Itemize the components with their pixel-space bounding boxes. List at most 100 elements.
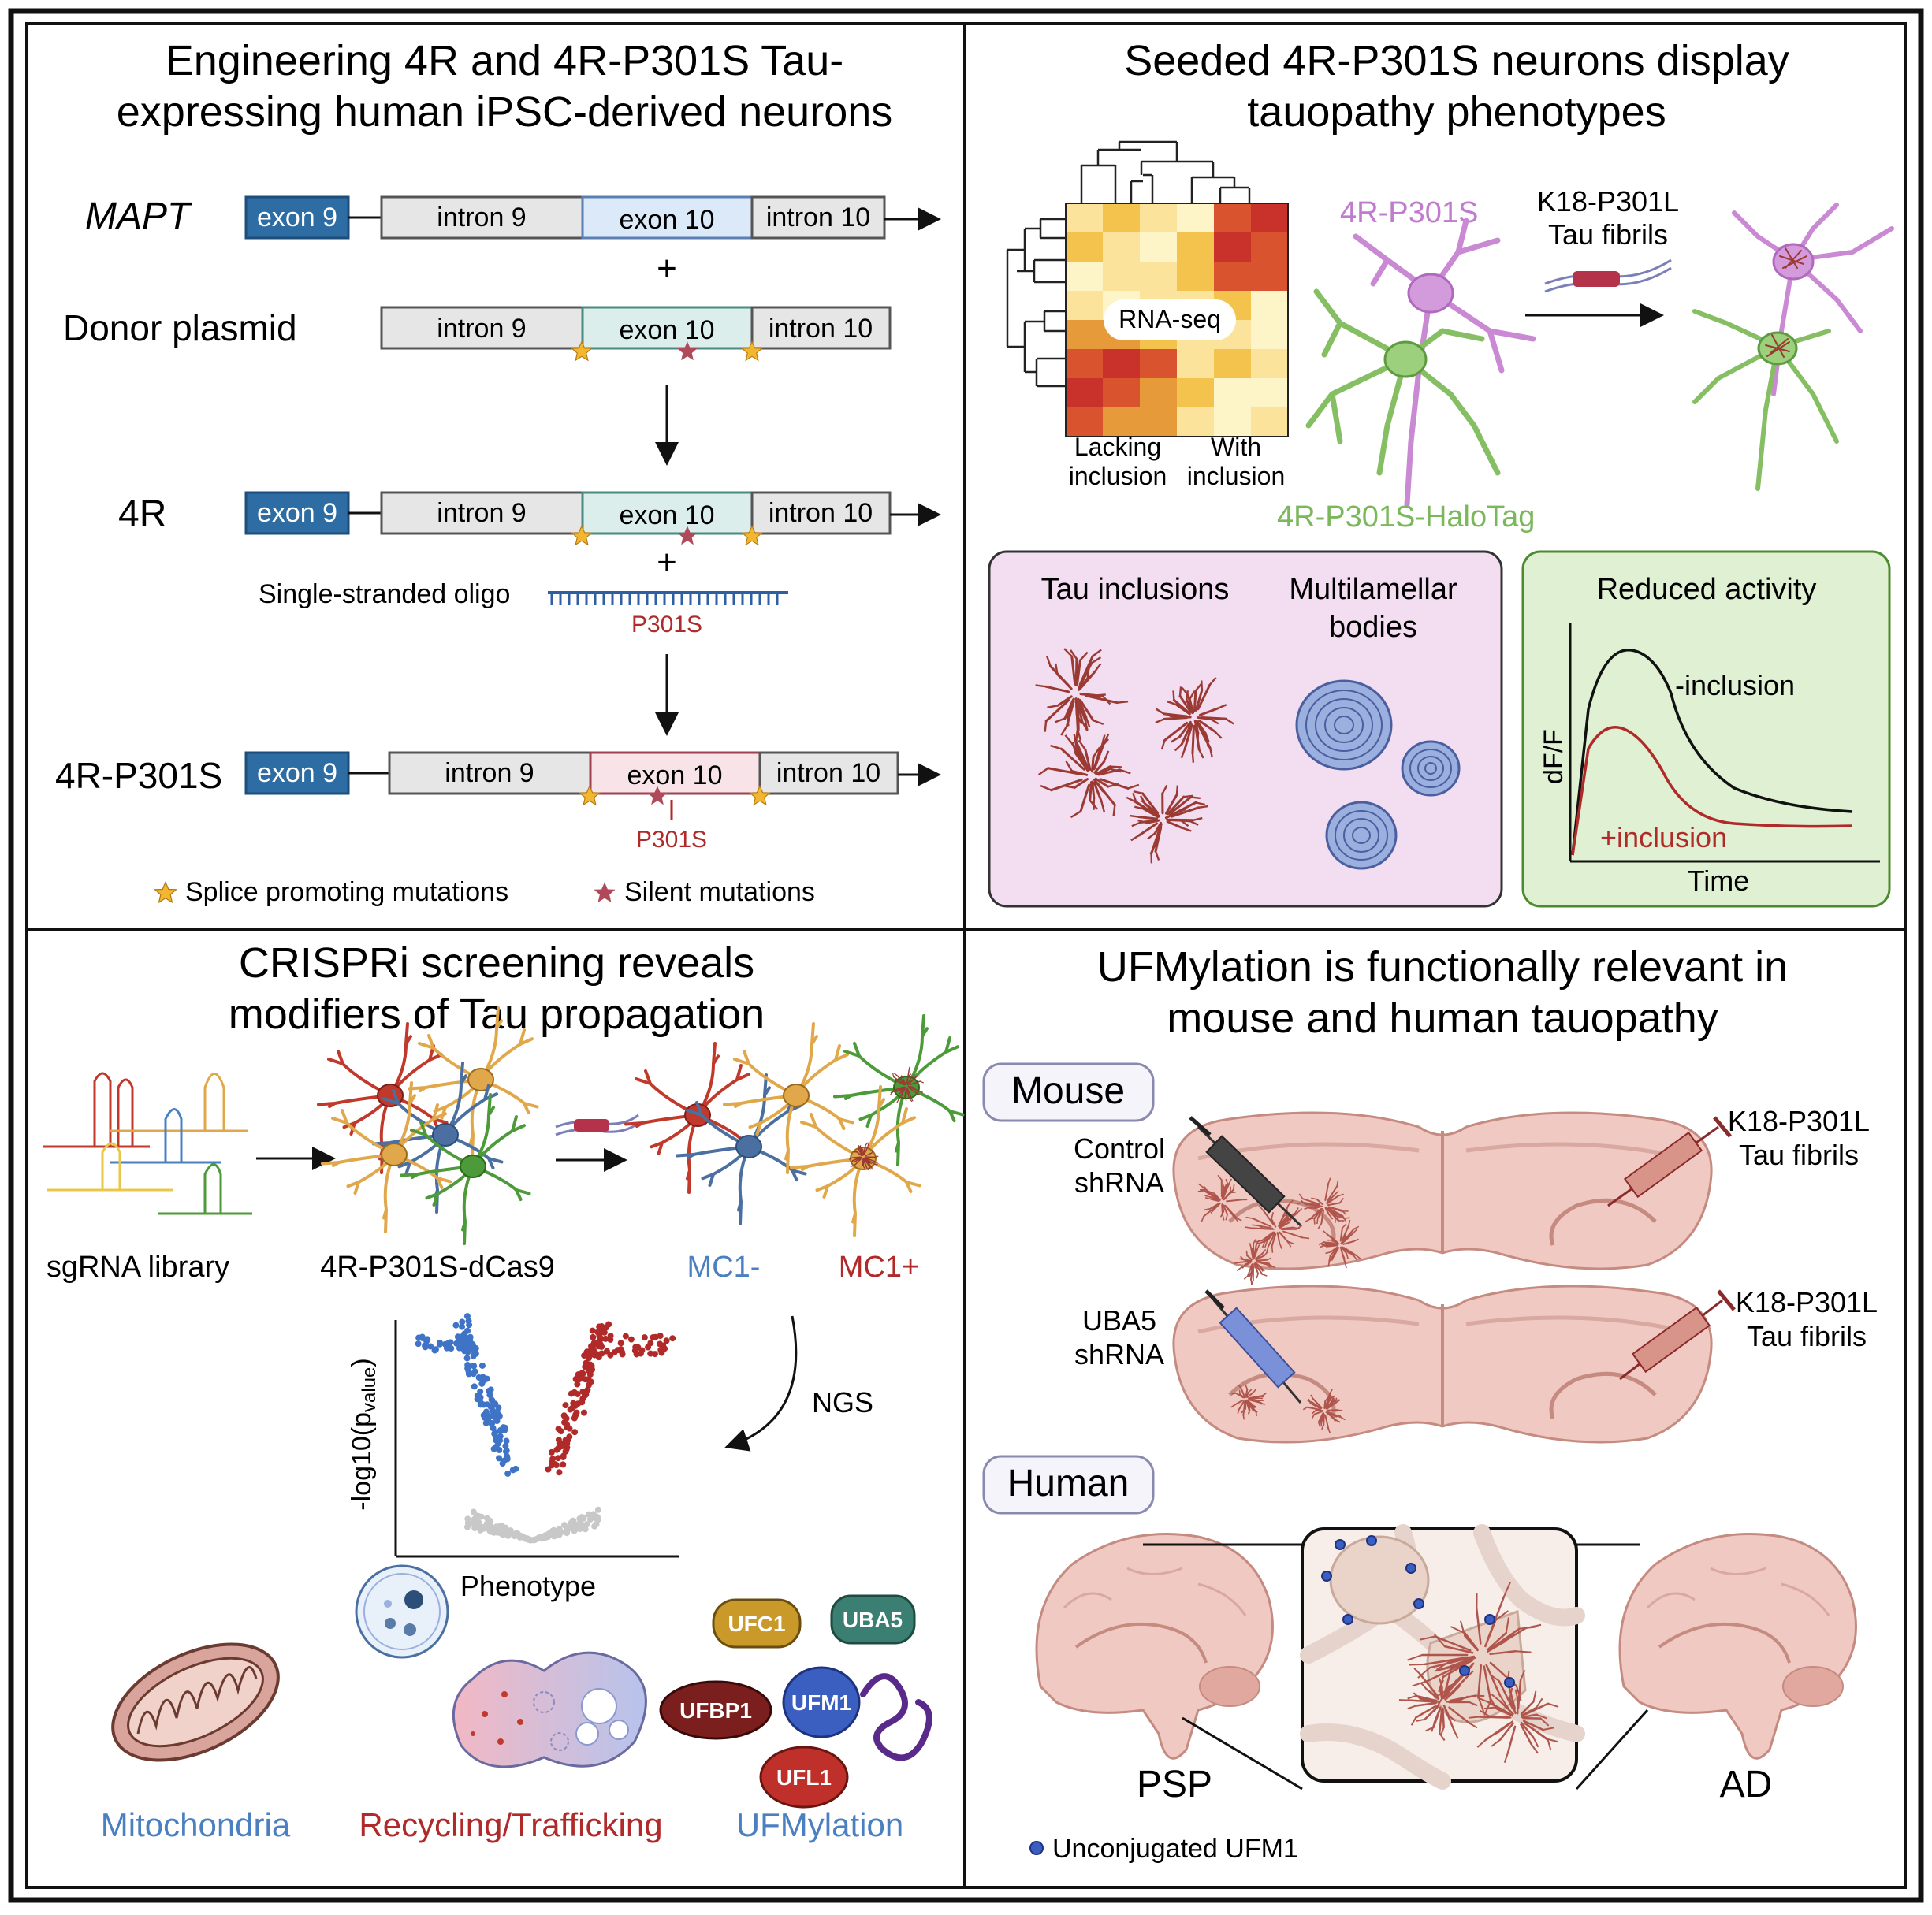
donor-plasmid-row: intron 9 exon 10 intron 10 [382,307,890,360]
dcas9-neuron-cluster [318,1008,538,1244]
ufm1-legend-label: Unconjugated UFM1 [1052,1834,1298,1864]
fibrils-right-3: K18-P301L [1736,1286,1878,1318]
with-label-1: With [1211,433,1261,461]
control-label-1: Control [1074,1132,1165,1165]
dcas9-label: 4R-P301S-dCas9 [320,1251,555,1284]
svg-text:exon 10: exon 10 [620,315,715,345]
recycling-label: Recycling/Trafficking [359,1806,662,1843]
svg-text:exon 9: exon 9 [257,758,337,788]
neuron-p301s-label: 4R-P301S [1340,196,1478,229]
volcano-ylabel: -log10(pvalue) [347,1358,380,1510]
volcano-plot: -log10(pvalue) Phenotype [347,1313,679,1602]
uba5-label-1: UBA5 [1082,1304,1156,1337]
psp-label: PSP [1137,1764,1212,1805]
svg-text:intron 9: intron 9 [437,203,526,232]
ufmylation-label: UFMylation [736,1806,903,1843]
control-label-2: shRNA [1074,1166,1164,1199]
svg-text:exon 10: exon 10 [620,500,715,530]
svg-text:exon 10: exon 10 [620,205,715,235]
dff-label: dF/F [1539,729,1569,784]
sgrna-library-icon [43,1073,252,1214]
ufmylation-proteins: UFC1 UBA5 UFBP1 UFM1 UFL1 [661,1596,929,1807]
fibrils-label-2: Tau fibrils [1548,218,1668,251]
svg-text:UFBP1: UFBP1 [679,1698,752,1723]
brain-ad-icon [1620,1534,1856,1759]
mc1-minus-label: MC1- [687,1251,761,1284]
svg-text:intron 10: intron 10 [776,758,880,788]
svg-text:intron 9: intron 9 [445,758,534,788]
plus-inclusion-label: +inclusion [1600,821,1727,853]
p301s-mutation-label: P301S [636,827,707,853]
fibrils-right-1: K18-P301L [1728,1105,1870,1137]
volcano-points [415,1313,676,1543]
fibrils-right-4: Tau fibrils [1747,1320,1867,1352]
4r-p301s-label: 4R-P301S [55,755,222,796]
panel-bl-title-1: CRISPRi screening reveals [239,939,754,987]
sgrna-label: sgRNA library [47,1251,229,1284]
mapt-gene-row: exon 9 intron 9 exon 10 intron 10 [246,197,936,238]
fibrils-label-1: K18-P301L [1537,185,1679,218]
panel-tr-title-2: tauopathy phenotypes [1247,88,1666,136]
with-label-2: inclusion [1187,462,1286,490]
svg-text:intron 10: intron 10 [766,203,870,232]
reduced-activity-label: Reduced activity [1597,573,1817,606]
svg-text:UFL1: UFL1 [776,1765,832,1790]
ufm1-legend-dot-icon [1030,1842,1043,1854]
green-neuron-soma [1385,342,1426,377]
svg-text:intron 10: intron 10 [769,498,873,528]
4r-label: 4R [118,493,166,535]
mapt-label: MAPT [85,195,193,237]
plus-sign-1: + [657,249,677,288]
4r-p301s-gene-row: exon 9 intron 9 exon 10 intron 10 [246,753,936,820]
multilamellar-label-2: bodies [1329,611,1417,644]
mitochondria-icon [95,1620,296,1783]
ufm1-substrate-icon [863,1676,929,1757]
svg-text:intron 10: intron 10 [769,314,873,344]
mouse-label: Mouse [1011,1070,1125,1112]
svg-text:intron 9: intron 9 [437,314,526,344]
rnaseq-label: RNA-seq [1119,305,1221,333]
time-label: Time [1688,865,1750,897]
oligo-p301s-label: P301S [631,612,702,638]
fibril-icon [1545,260,1671,292]
sorted-neuron-cluster [626,1016,963,1236]
zoom-line [1576,1710,1647,1789]
panel-ufmylation: UFMylation is functionally relevant in m… [984,943,1878,1864]
seeded-neurons [1695,205,1892,489]
human-label: Human [1007,1463,1130,1504]
volcano-xlabel: Phenotype [460,1570,596,1602]
4r-gene-row: exon 9 intron 9 exon 10 intron 10 [246,493,936,545]
donor-plasmid-label: Donor plasmid [63,307,297,348]
silent-star-legend-icon [594,883,616,903]
mc1-plus-label: MC1+ [839,1251,919,1284]
ngs-arrow [729,1316,796,1446]
single-stranded-oligo [548,593,788,605]
purple-neuron-soma [1409,274,1453,312]
svg-text:UFC1: UFC1 [728,1612,785,1636]
panel-tr-title-1: Seeded 4R-P301S neurons display [1124,37,1789,84]
mitochondria-label: Mitochondria [101,1806,291,1843]
panel-crispri: CRISPRi screening reveals modifiers of T… [43,939,963,1843]
panel-br-title-2: mouse and human tauopathy [1167,995,1718,1042]
svg-text:UFM1: UFM1 [791,1690,851,1715]
svg-text:exon 9: exon 9 [257,498,337,528]
multilamellar-label-1: Multilamellar [1289,573,1457,606]
svg-text:UBA5: UBA5 [843,1608,903,1632]
panel-tl-title-2: expressing human iPSC-derived neurons [117,88,893,136]
panel-tl-title-1: Engineering 4R and 4R-P301S Tau- [166,37,844,84]
legend-splice: Splice promoting mutations [185,877,508,907]
ngs-label: NGS [812,1386,873,1419]
svg-text:exon 10: exon 10 [627,760,723,790]
panel-phenotypes: Seeded 4R-P301S neurons display tauopath… [989,37,1892,906]
lacking-label-2: inclusion [1069,462,1167,490]
mouse-brain-slice-uba5 [1174,1286,1711,1442]
svg-text:intron 9: intron 9 [437,498,526,528]
panel-engineering: Engineering 4R and 4R-P301S Tau- express… [55,37,936,907]
lacking-label-1: Lacking [1074,433,1161,461]
minus-inclusion-label: -inclusion [1675,669,1795,701]
plus-sign-2: + [657,543,677,582]
brain-psp-icon [1037,1534,1273,1759]
oligo-label: Single-stranded oligo [259,579,510,609]
neuron-halotag-label: 4R-P301S-HaloTag [1277,500,1535,534]
